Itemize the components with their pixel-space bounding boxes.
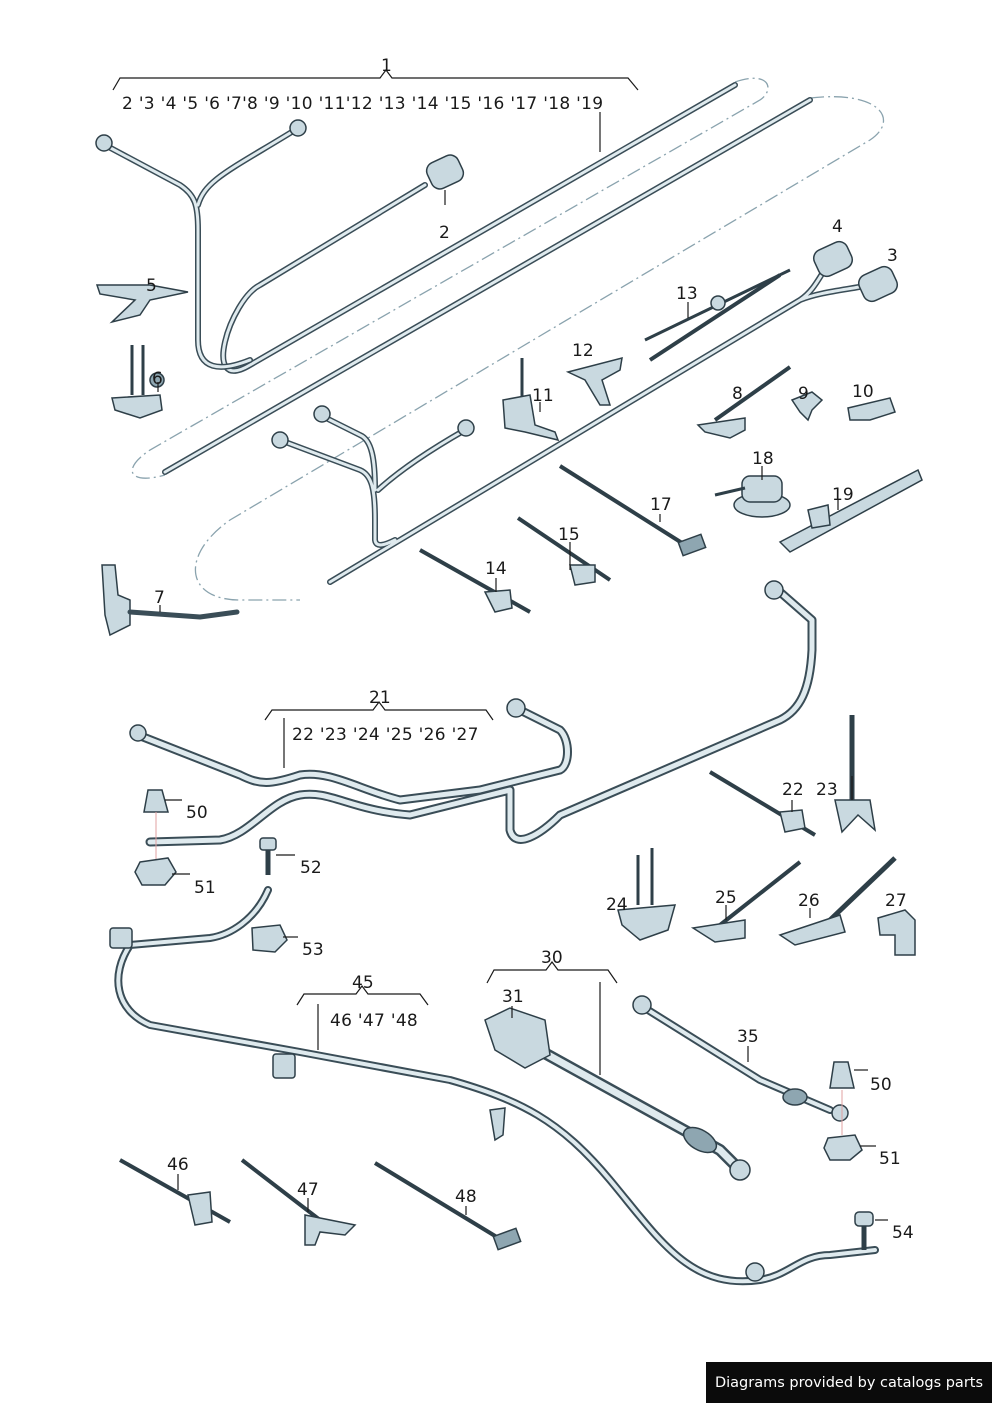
- bracket-1: [112, 69, 639, 91]
- group-1-list: 2 '3 '4 '5 '6 '7'8 '9 '10 '11'12 '13 '14…: [122, 94, 604, 114]
- tie-17: [558, 464, 707, 557]
- label-7: 7: [154, 588, 165, 608]
- footer-credit: Diagrams provided by catalogs parts: [706, 1362, 992, 1403]
- label-45: 45: [352, 973, 374, 993]
- screw-52: [259, 837, 277, 875]
- label-53: 53: [302, 940, 324, 960]
- clip-22: [708, 770, 817, 837]
- label-22: 22: [782, 780, 804, 800]
- dashed-outline-lower: [194, 96, 884, 601]
- label-9: 9: [798, 384, 809, 404]
- label-35: 35: [737, 1027, 759, 1047]
- label-14: 14: [485, 559, 507, 579]
- harness-lower-main: [271, 259, 873, 585]
- label-23: 23: [816, 780, 838, 800]
- bracket-30: [486, 961, 618, 984]
- label-10: 10: [852, 382, 874, 402]
- label-18: 18: [752, 449, 774, 469]
- label-31: 31: [502, 987, 524, 1007]
- screw-54: [854, 1211, 874, 1250]
- bracket-5: [95, 284, 189, 324]
- cap-27: [877, 909, 916, 956]
- label-5: 5: [146, 276, 157, 296]
- long-cable-middle: [162, 97, 813, 475]
- harness-battery-middle: [129, 580, 817, 847]
- cap-50-right: [829, 1061, 855, 1135]
- label-25: 25: [715, 888, 737, 908]
- bracket-12: [565, 356, 623, 406]
- nut-53: [251, 924, 288, 953]
- tie-48: [373, 1161, 522, 1251]
- tie-15: [516, 516, 612, 586]
- tie-19: [778, 468, 923, 553]
- label-4: 4: [832, 217, 843, 237]
- leader-lines: [157, 190, 888, 1221]
- label-50-left: 50: [186, 803, 208, 823]
- label-30: 30: [541, 948, 563, 968]
- label-15: 15: [558, 525, 580, 545]
- label-26: 26: [798, 891, 820, 911]
- label-51-left: 51: [194, 878, 216, 898]
- connector-4: [812, 240, 854, 278]
- tie-13: [644, 268, 791, 362]
- clip-24: [617, 848, 677, 941]
- cable-35: [632, 995, 849, 1122]
- nut-51-right: [823, 1134, 863, 1161]
- label-19: 19: [832, 485, 854, 505]
- cable-ground-45: [109, 886, 879, 1286]
- tie-46: [119, 1158, 231, 1226]
- cable-30: [484, 1007, 751, 1181]
- long-cable-upper: [220, 82, 738, 374]
- label-3: 3: [887, 246, 898, 266]
- label-17: 17: [650, 495, 672, 515]
- connector-2: [425, 154, 465, 190]
- tie-47: [240, 1158, 357, 1246]
- harness-upper-left: [95, 119, 307, 370]
- label-2: 2: [439, 223, 450, 243]
- clip-9: [790, 391, 824, 422]
- tie-14: [419, 548, 531, 614]
- clip-26: [778, 856, 897, 946]
- clip-23: [834, 715, 877, 834]
- bracket-21: [264, 701, 494, 721]
- label-13: 13: [676, 284, 698, 304]
- label-51-right: 51: [879, 1149, 901, 1169]
- dashed-outline-upper: [131, 77, 769, 479]
- group-21-list: 22 '23 '24 '25 '26 '27: [292, 725, 479, 745]
- label-46: 46: [167, 1155, 189, 1175]
- clip-8: [696, 365, 792, 439]
- label-21: 21: [369, 688, 391, 708]
- bracket-45: [296, 985, 429, 1006]
- label-50-right: 50: [870, 1075, 892, 1095]
- clip-6: [111, 345, 165, 419]
- cap-50-left: [143, 789, 169, 862]
- grommet-18: [714, 475, 791, 518]
- label-24: 24: [606, 895, 628, 915]
- label-12: 12: [572, 341, 594, 361]
- connector-3: [857, 265, 899, 303]
- nut-51-left: [134, 857, 177, 886]
- label-8: 8: [732, 384, 743, 404]
- label-54: 54: [892, 1223, 914, 1243]
- label-52: 52: [300, 858, 322, 878]
- clip-11: [502, 358, 560, 442]
- label-11: 11: [532, 386, 554, 406]
- bracket-7: [101, 564, 240, 637]
- label-1: 1: [381, 56, 392, 76]
- label-6: 6: [152, 369, 163, 389]
- group-45-list: 46 '47 '48: [330, 1011, 419, 1031]
- label-27: 27: [885, 891, 907, 911]
- clip-10: [847, 397, 896, 421]
- label-48: 48: [455, 1187, 477, 1207]
- label-47: 47: [297, 1180, 319, 1200]
- clip-25: [690, 860, 802, 943]
